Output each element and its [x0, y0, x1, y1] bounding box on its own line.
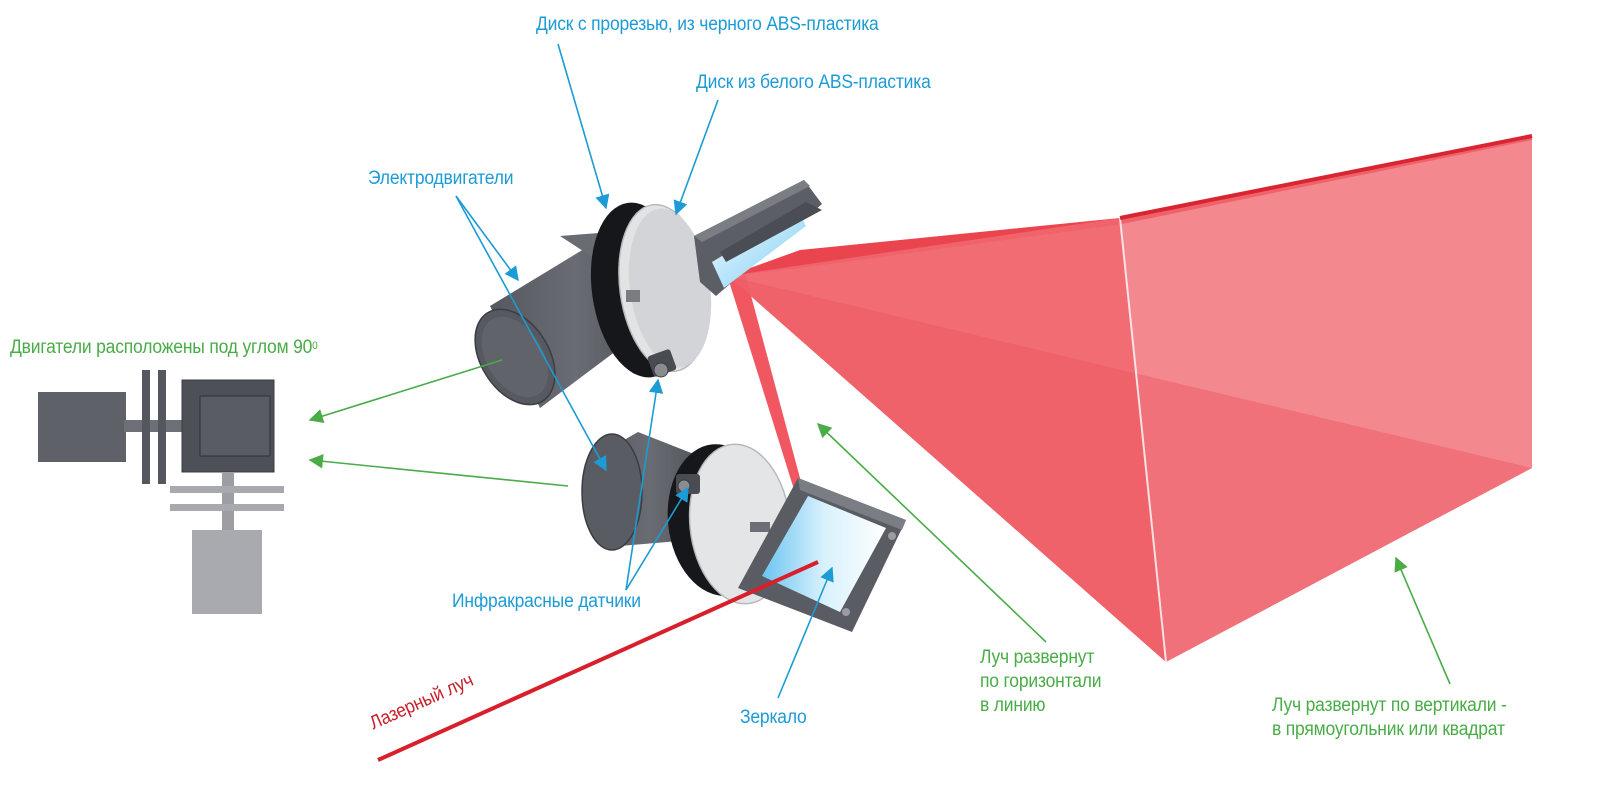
beam-pyramid-bottom: [728, 276, 1532, 662]
label-motors: Электродвигатели: [368, 168, 514, 189]
label-disk-slot: Диск с прорезью, из черного ABS-пластика: [536, 14, 879, 35]
label-angle-degree: 0: [312, 340, 318, 352]
label-angle-text: Двигатели расположены под углом 90: [10, 337, 313, 358]
lower-mirror-glass: [762, 496, 886, 612]
green-leaders: [308, 359, 1451, 685]
label-beam-horizontal: Луч развернут по горизонтали в линию: [980, 647, 1102, 716]
arrow-mirror: [777, 566, 834, 699]
laser-beam-input: [377, 560, 819, 762]
label-disk-white: Диск из белого ABS-пластика: [696, 72, 931, 93]
arrow-disk-white: [673, 99, 719, 216]
upper-motor-assembly: [474, 180, 822, 408]
side-motor-bottom: [192, 530, 262, 614]
arrow-angle-upper: [308, 359, 503, 424]
scanned-beam: [728, 134, 1533, 663]
beam-horizontal-fan: [728, 136, 1532, 276]
arrow-ir-lower: [625, 486, 689, 591]
blue-leaders: [455, 43, 834, 699]
arrow-beam-horizontal: [816, 423, 1047, 643]
arrow-angle-lower: [308, 454, 569, 487]
beam-edge-highlight: [1119, 217, 1167, 663]
side-motor-left: [38, 392, 126, 462]
label-ir-sensors: Инфракрасные датчики: [452, 591, 641, 612]
side-view-schematic: [38, 370, 284, 614]
label-angle: Двигатели расположены под углом 900: [10, 336, 318, 360]
label-beam-vertical: Луч развернут по вертикали - в прямоугол…: [1272, 695, 1507, 740]
arrow-beam-vertical: [1394, 556, 1451, 685]
beam-pyramid-right: [728, 136, 1532, 662]
label-mirror: Зеркало: [740, 707, 807, 728]
arrow-disk-slot: [557, 43, 610, 210]
arrow-motor-lower: [455, 195, 607, 472]
arrow-motor-upper: [455, 195, 519, 282]
beam-top-edge: [1119, 134, 1533, 220]
arrow-ir-upper: [625, 378, 664, 591]
lower-motor-endcap: [581, 433, 643, 551]
lower-motor-assembly: [581, 432, 906, 632]
